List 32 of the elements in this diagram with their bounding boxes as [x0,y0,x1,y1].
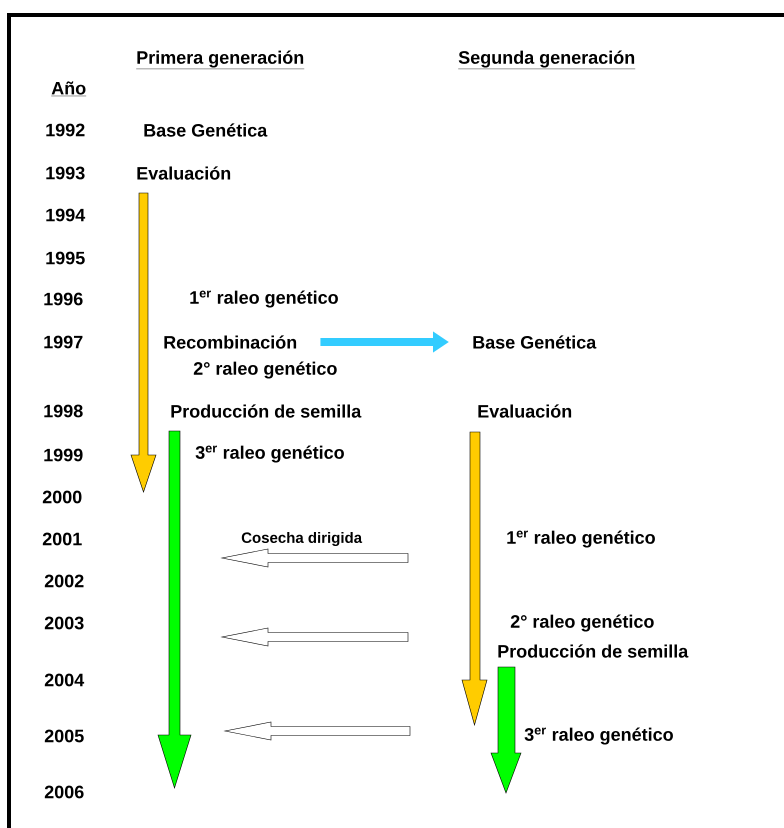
stage-label: Producción de semilla [171,404,362,418]
year-label: 1995 [46,252,85,264]
column-heading: Año [51,81,86,96]
stage-label: Producción de semilla [498,644,688,658]
year-label: 1999 [44,448,83,462]
arrow-caption: Cosecha dirigida [242,532,362,546]
column-heading: Primera generación [136,50,304,70]
year-label: 2006 [44,786,84,798]
year-label: 1993 [46,166,85,180]
stage-label: 3$^{er}$ raleo genético [524,728,673,744]
year-label: 2001 [42,532,82,546]
stage-label: Recombinación [164,335,296,349]
stage-label: 2° raleo genético [510,614,654,632]
stage-label: 1$^{er}$ raleo genético [190,290,338,308]
stage-label: Base Genética [473,335,596,349]
stage-label: 1$^{er}$ raleo genético [507,530,655,548]
year-label: 1992 [46,124,84,136]
year-label: 1998 [44,404,83,418]
stage-label: 3$^{er}$ raleo genético [196,446,344,462]
year-label: 2000 [42,490,82,504]
year-label: 2003 [44,616,84,630]
stage-label: 2° raleo genético [194,362,337,378]
stage-label: Evaluación [137,166,230,180]
year-label: 2004 [44,674,84,686]
year-label: 1997 [44,336,82,348]
year-label: 2005 [44,730,84,742]
stage-label: Base Genética [144,123,268,137]
year-label: 1996 [44,292,83,306]
column-heading: Segunda generación [458,50,636,70]
year-label: 1994 [46,208,86,222]
stage-label: Evaluación [478,404,572,418]
year-label: 2002 [44,574,84,588]
